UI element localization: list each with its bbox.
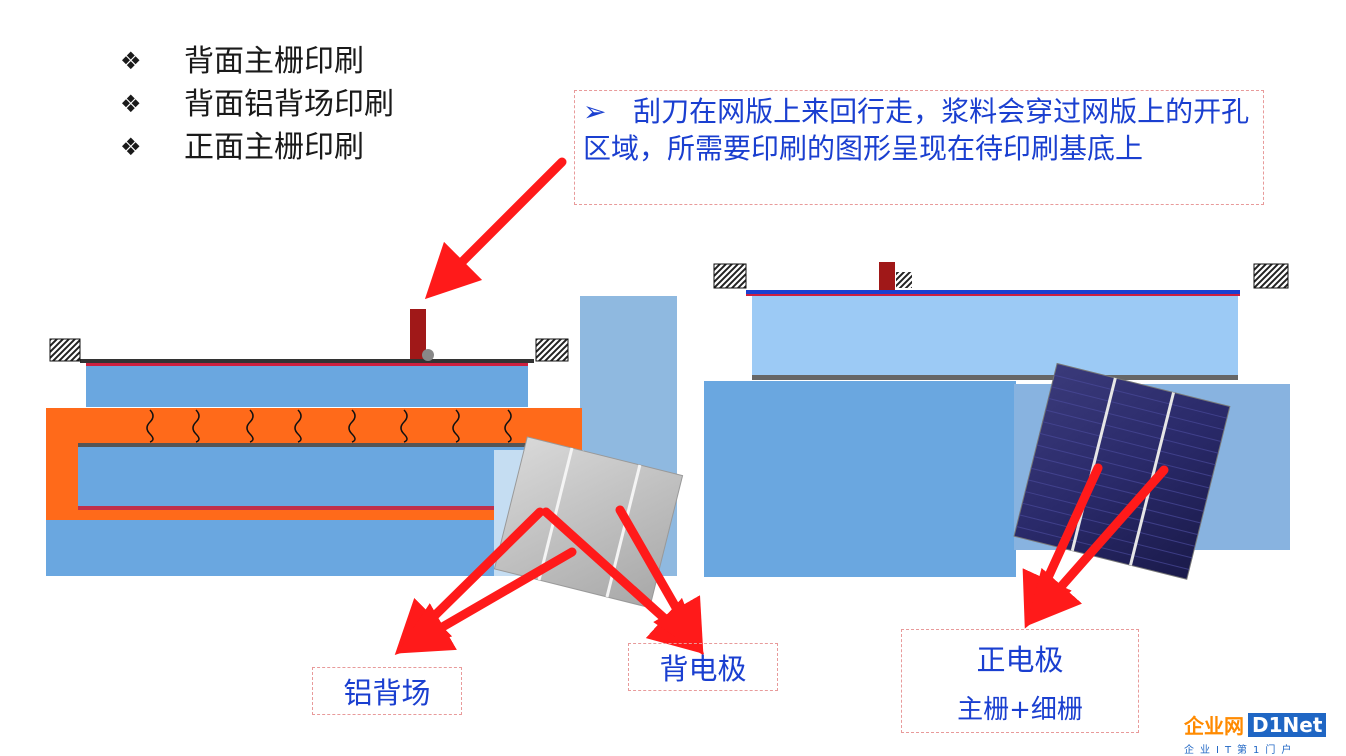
- logo-en: D1Net: [1248, 712, 1327, 737]
- substrate-wafer: [86, 365, 528, 407]
- process-callout: ➢ 刮刀在网版上来回行走，浆料会穿过网版上的开孔区域，所需要印刷的图形呈现在待印…: [574, 90, 1264, 205]
- paste-bead: [422, 349, 434, 361]
- callout-marker-icon: ➢: [583, 95, 607, 128]
- bullet-item: ❖ 正面主栅印刷: [120, 126, 394, 169]
- right-paste-bead: [896, 272, 912, 288]
- platform-top-plate: [78, 443, 536, 447]
- back-electrode-text: 背电极: [659, 652, 747, 686]
- platform-bottom-plate: [78, 506, 536, 510]
- back-electrode-label: 背电极: [628, 643, 778, 691]
- arrow-to-squeegee: [424, 157, 567, 300]
- front-grid-text: 主栅+细栅: [957, 694, 1083, 725]
- diamond-bullet-icon: ❖: [120, 90, 142, 118]
- right-base-left: [704, 381, 1016, 577]
- arrow-front-2: [1026, 465, 1169, 627]
- right-substrate: [752, 295, 1238, 377]
- arrows: [394, 157, 1169, 656]
- right-clamp-right: [1253, 263, 1289, 289]
- bullet-item: ❖ 背面主栅印刷: [120, 40, 394, 83]
- arrow-al-2: [396, 547, 577, 654]
- aluminum-back-field-label: 铝背场: [312, 667, 462, 715]
- screen-mesh: [80, 359, 534, 363]
- squeegee: [410, 309, 426, 359]
- right-squeegee: [879, 262, 895, 290]
- screen-clamp-left: [49, 338, 81, 362]
- bullet-item: ❖ 背面铝背场印刷: [120, 83, 394, 126]
- springs: [146, 409, 512, 443]
- base-platform: [46, 520, 582, 576]
- d1net-logo: 企业网 D1Net 企业IT第1门户: [1184, 710, 1346, 756]
- front-electrode-text: 正电极: [976, 642, 1064, 677]
- substrate-layer: [86, 363, 528, 366]
- right-screen-mesh: [746, 290, 1240, 294]
- right-plate: [752, 375, 1238, 380]
- right-paste-layer: [746, 294, 1240, 296]
- diamond-bullet-icon: ❖: [120, 47, 142, 75]
- screen-clamp-right: [535, 338, 569, 362]
- bullet-text: 正面主栅印刷: [184, 130, 364, 165]
- logo-cn: 企业网: [1184, 714, 1244, 738]
- diamond-bullet-icon: ❖: [120, 133, 142, 161]
- logo-tagline: 企业IT第1门户: [1184, 745, 1298, 756]
- inner-platform: [78, 446, 536, 508]
- callout-text: 刮刀在网版上来回行走，浆料会穿过网版上的开孔区域，所需要印刷的图形呈现在待印刷基…: [583, 95, 1250, 165]
- left-printer-diagram: [46, 296, 684, 609]
- bullet-text: 背面主栅印刷: [184, 44, 364, 79]
- bullet-list: ❖ 背面主栅印刷 ❖ 背面铝背场印刷 ❖ 正面主栅印刷: [120, 40, 394, 169]
- right-printer-diagram: [704, 262, 1290, 580]
- arrow-back-2: [615, 505, 704, 656]
- bullet-text: 背面铝背场印刷: [184, 87, 394, 122]
- right-clamp-left: [713, 263, 747, 289]
- aluminum-back-field-text: 铝背场: [343, 676, 431, 710]
- front-electrode-label: 正电极 主栅+细栅: [901, 629, 1139, 733]
